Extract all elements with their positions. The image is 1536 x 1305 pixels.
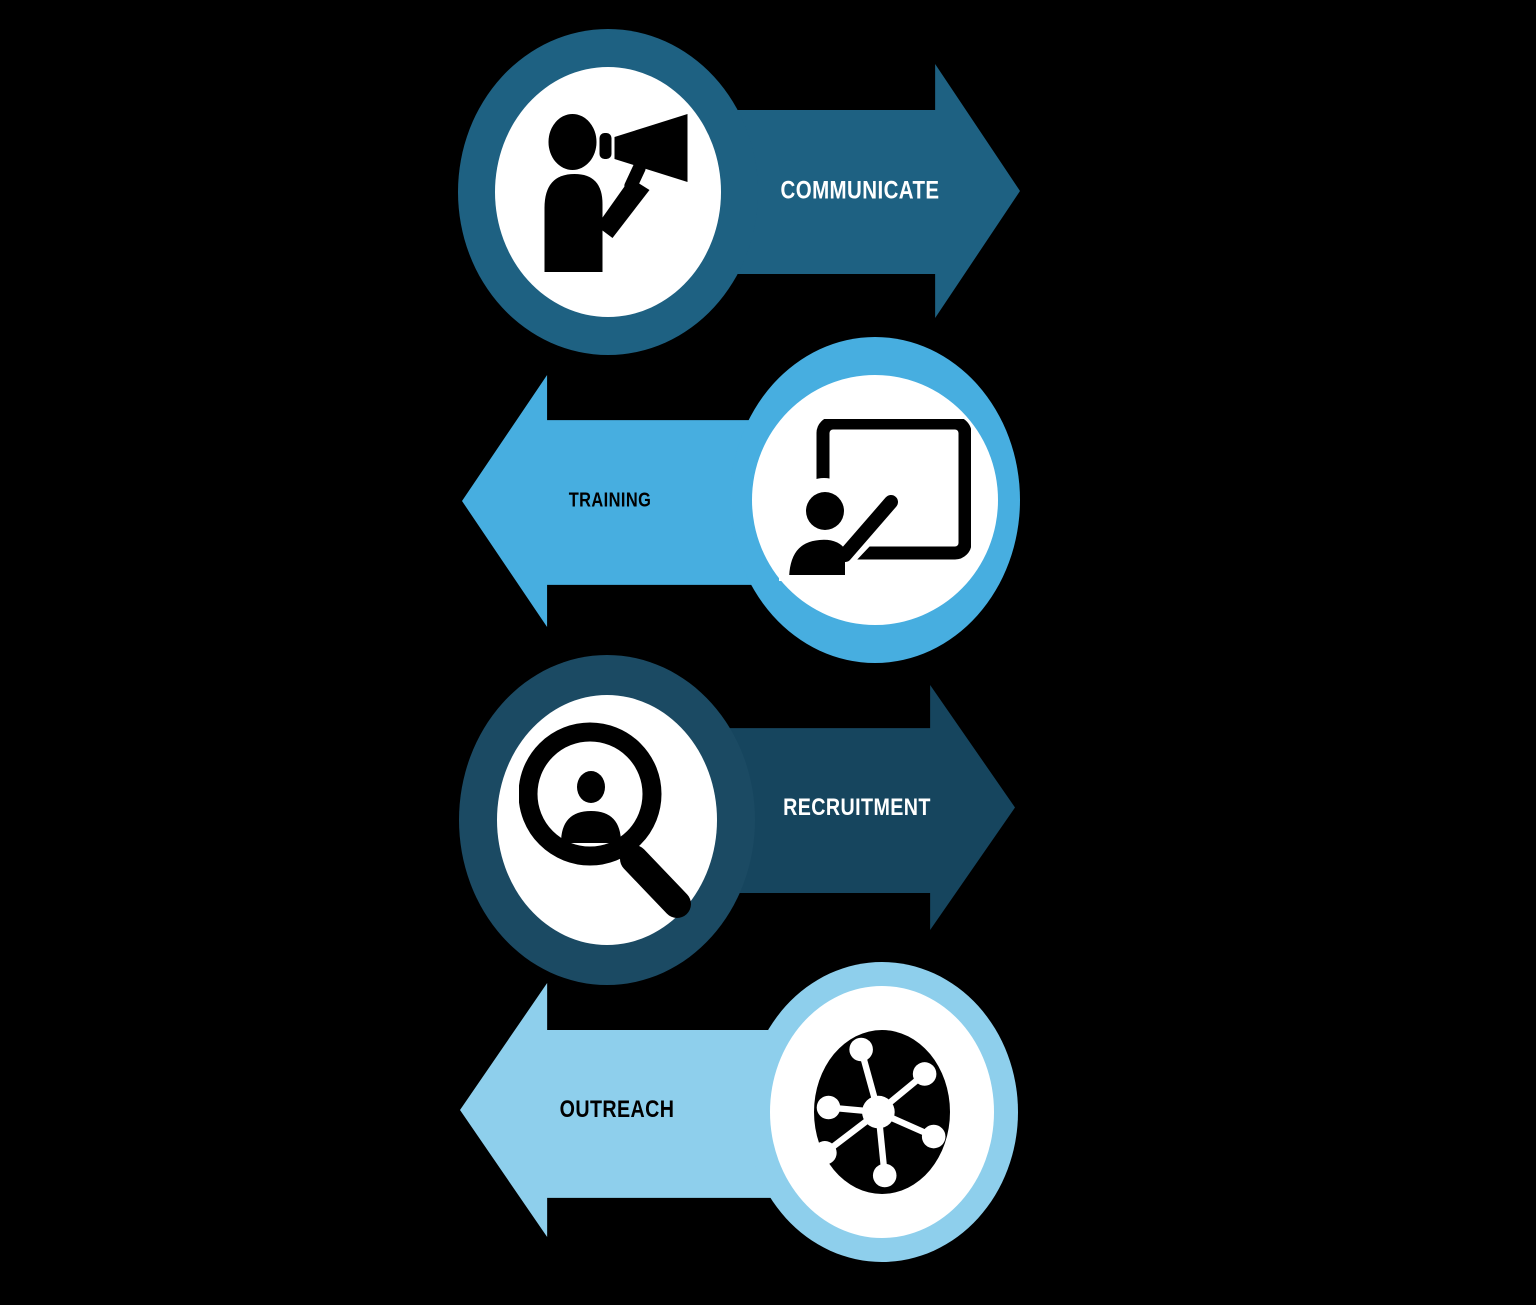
outreach-label: OUTREACH <box>559 1096 675 1123</box>
outreach-badge-ring <box>770 986 994 1238</box>
communicate-badge-inner <box>495 67 721 317</box>
megaphone-person-icon <box>544 114 688 272</box>
outreach-badge-core <box>814 1030 950 1194</box>
training-label: TRAINING <box>568 489 652 512</box>
communicate-label: COMMUNICATE <box>780 176 940 205</box>
recruitment-badge-inner <box>497 695 717 945</box>
training-badge <box>730 337 1020 663</box>
network-hub-icon <box>814 1037 946 1187</box>
training-badge-inner <box>752 375 998 625</box>
communicate-badge <box>458 29 758 355</box>
person-search-icon <box>519 722 691 918</box>
presenter-whiteboard-icon <box>779 419 971 581</box>
outreach-badge <box>746 962 1018 1262</box>
recruitment-label: RECRUITMENT <box>783 793 931 821</box>
recruitment-badge <box>459 655 755 985</box>
